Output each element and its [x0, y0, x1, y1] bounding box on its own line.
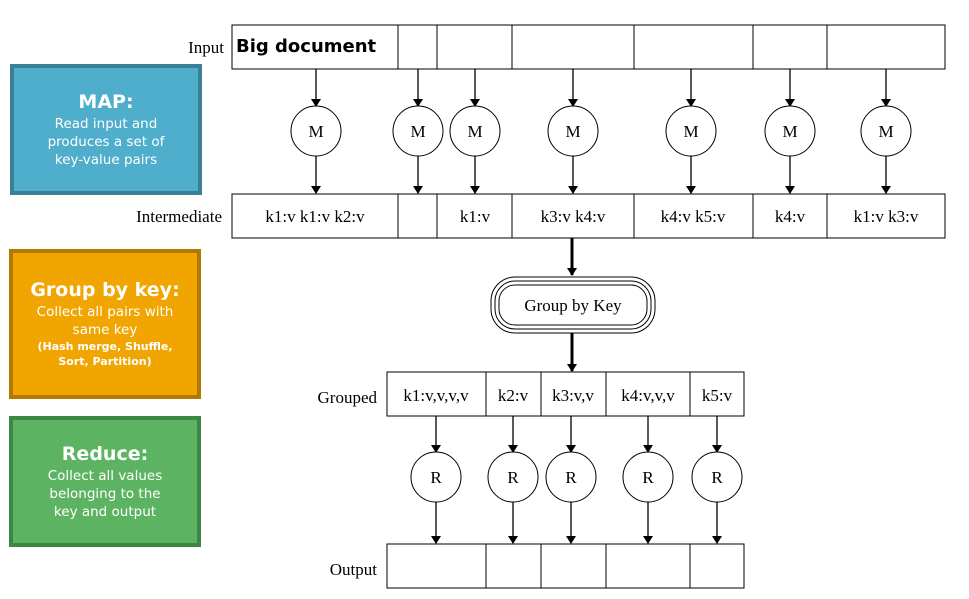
group-description-box: Group by key: Collect all pairs with sam…	[9, 249, 201, 399]
map-line-2: produces a set of	[47, 133, 165, 150]
group-note-1: (Hash merge, Shuffle,	[37, 340, 173, 353]
reduce-node-label: R	[507, 468, 519, 487]
map-node-label: M	[565, 122, 580, 141]
intermediate-cell: k1:v	[460, 207, 491, 226]
group-note-2: Sort, Partition)	[58, 355, 152, 368]
grouped-cell: k1:v,v,v,v	[403, 386, 469, 405]
map-node: M	[392, 105, 444, 157]
map-node: M	[547, 105, 599, 157]
map-description-box: MAP: Read input and produces a set of ke…	[10, 64, 202, 195]
map-node-label: M	[308, 122, 323, 141]
grouped-cell: k2:v	[498, 386, 529, 405]
intermediate-cell: k3:v k4:v	[541, 207, 606, 226]
reduce-title: Reduce:	[61, 442, 149, 465]
grouped-row-border	[386, 371, 745, 417]
map-node: M	[449, 105, 501, 157]
reduce-node-label: R	[565, 468, 577, 487]
grouped-row-label: Grouped	[318, 388, 378, 407]
map-node-label: M	[782, 122, 797, 141]
reduce-node-label: R	[642, 468, 654, 487]
intermediate-row: k1:v k1:v k2:v k1:v k3:v k4:v k4:v k5:v …	[231, 193, 946, 239]
group-title: Group by key:	[30, 279, 180, 301]
group-by-key-label: Group by Key	[524, 296, 622, 315]
intermediate-row-border	[231, 193, 946, 239]
map-node: M	[764, 105, 816, 157]
reduce-output-arrows	[431, 502, 722, 544]
output-row-border	[386, 543, 745, 589]
reduce-node-label: R	[711, 468, 723, 487]
reduce-nodes: R R R R R	[410, 451, 743, 503]
map-nodes: M M M M M M M	[290, 105, 912, 157]
reduce-node: R	[691, 451, 743, 503]
reduce-line-3: key and output	[53, 503, 157, 520]
input-row-label: Input	[188, 38, 224, 57]
map-line-1: Read input and	[54, 115, 158, 132]
map-node-label: M	[878, 122, 893, 141]
reduce-node: R	[545, 451, 597, 503]
output-row-label: Output	[330, 560, 378, 579]
group-line-2: same key	[72, 322, 138, 338]
intermediate-cell: k4:v	[775, 207, 806, 226]
intermediate-row-label: Intermediate	[136, 207, 222, 226]
map-node-label: M	[410, 122, 425, 141]
input-row-border	[231, 24, 946, 70]
intermediate-cell: k4:v k5:v	[661, 207, 726, 226]
input-cell-text: Big document	[236, 36, 377, 57]
input-row: Big document	[231, 24, 946, 70]
grouped-row: k1:v,v,v,v k2:v k3:v,v k4:v,v,v k5:v	[386, 371, 745, 417]
map-line-3: key-value pairs	[54, 151, 158, 168]
group-by-key-node: Group by Key	[490, 276, 656, 334]
map-title: MAP:	[78, 90, 134, 113]
reduce-line-2: belonging to the	[49, 485, 161, 502]
reduce-node: R	[410, 451, 462, 503]
reduce-line-1: Collect all values	[47, 467, 163, 484]
reduce-node: R	[487, 451, 539, 503]
grouped-cell: k3:v,v	[552, 386, 594, 405]
reduce-node: R	[622, 451, 674, 503]
map-node-label: M	[467, 122, 482, 141]
map-output-arrows	[311, 156, 891, 194]
reduce-description-box: Reduce: Collect all values belonging to …	[9, 416, 201, 547]
map-node: M	[665, 105, 717, 157]
intermediate-cell: k1:v k3:v	[854, 207, 919, 226]
map-node-label: M	[683, 122, 698, 141]
map-input-arrows	[311, 69, 891, 107]
grouped-cell: k4:v,v,v	[621, 386, 675, 405]
reduce-node-label: R	[430, 468, 442, 487]
reduce-input-arrows	[431, 416, 722, 453]
group-line-1: Collect all pairs with	[36, 304, 174, 320]
map-node: M	[860, 105, 912, 157]
map-node: M	[290, 105, 342, 157]
intermediate-cell: k1:v k1:v k2:v	[265, 207, 365, 226]
grouped-cell: k5:v	[702, 386, 733, 405]
output-row	[386, 543, 745, 589]
